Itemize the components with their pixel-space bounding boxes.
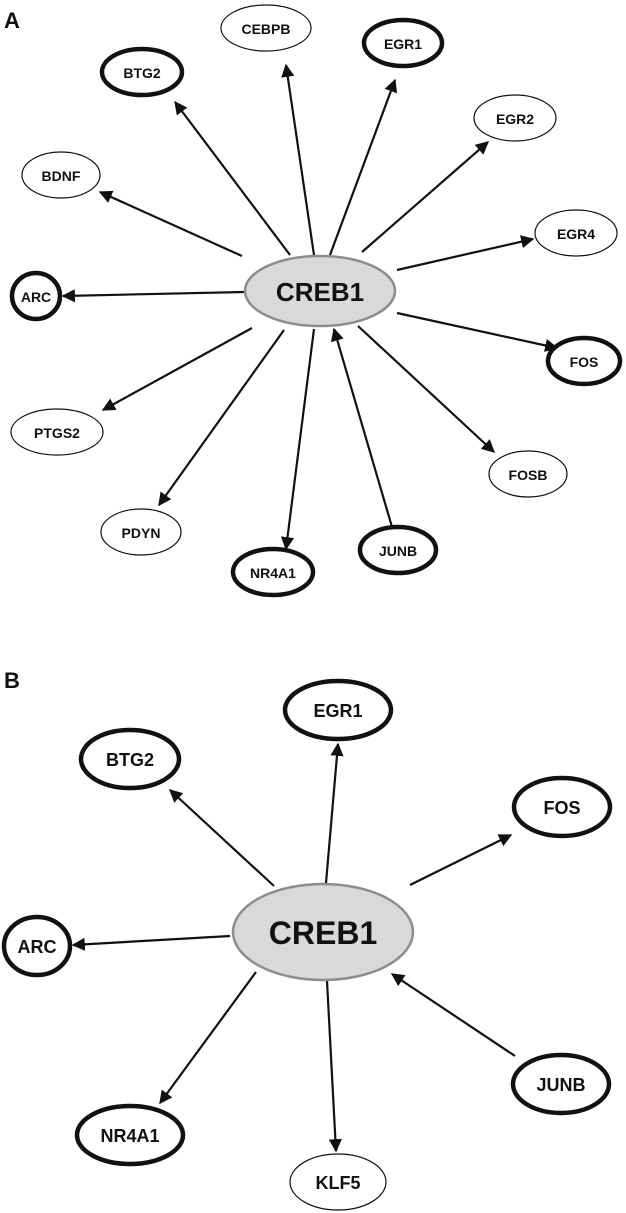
panel-a-node-nr4a1-ellipse	[230, 546, 316, 598]
panel-b-node-creb1-hub: CREB1	[231, 882, 415, 982]
panel-a-edge-creb1-to-ptgs2	[101, 327, 253, 411]
panel-a-label: A	[4, 8, 20, 33]
panel-b-node-klf5-ellipse	[289, 1153, 387, 1211]
panel-a-node-arc-label: ARC	[21, 289, 51, 305]
panel-a-node-btg2-label: BTG2	[123, 65, 161, 81]
panel-a-node-fosb-label: FOSB	[509, 467, 548, 483]
panel-b-edge-creb1-to-btg2	[169, 789, 275, 887]
panel-b-node-egr1-label: EGR1	[313, 701, 362, 721]
panel-a-node-egr4-label: EGR4	[557, 226, 595, 242]
panel-b-node-arc-ellipse	[1, 914, 73, 978]
panel-a-edge-creb1-to-egr4	[396, 235, 535, 272]
panel-a-node-ptgs2-label: PTGS2	[34, 425, 80, 441]
panel-a-node-ptgs2: PTGS2	[10, 408, 104, 456]
panel-a-node-bdnf-ellipse	[21, 151, 101, 199]
panel-a-node-egr1: EGR1	[361, 17, 445, 69]
panel-b-edge-creb1-to-nr4a1	[159, 971, 257, 1105]
panel-a-node-pdyn: PDYN	[100, 508, 182, 556]
panel-b-node-nr4a1-ellipse	[74, 1103, 186, 1167]
panel-a-node-fosb: FOSB	[488, 450, 568, 498]
panel-a-edge-creb1-to-egr2	[361, 141, 489, 253]
panel-b-edge-creb1-to-fos	[409, 834, 513, 886]
panel-b-edge-junb-to-creb1	[390, 973, 516, 1057]
panel-b-node-fos-label: FOS	[543, 798, 580, 818]
panel-a-node-btg2: BTG2	[99, 46, 185, 98]
panel-b-edge-creb1-to-klf5	[325, 980, 342, 1153]
panel-a-node-egr2-label: EGR2	[496, 111, 534, 127]
panel-b-node-arc-label: ARC	[18, 937, 57, 957]
panel-a-edge-creb1-to-fosb	[357, 325, 495, 453]
panel-a-edge-creb1-to-fos	[396, 311, 559, 352]
panel-a-node-fosb-ellipse	[488, 450, 568, 498]
panel-b-node-fos: FOS	[511, 775, 613, 839]
panel-a-edge-creb1-to-btg2	[174, 100, 291, 256]
panel-a-node-btg2-ellipse	[99, 46, 185, 98]
panel-b-node-arc: ARC	[1, 914, 73, 978]
panel-b-node-klf5-label: KLF5	[316, 1173, 361, 1193]
panel-a-edge-creb1-to-egr1	[328, 78, 398, 256]
panel-a-node-fos-label: FOS	[570, 354, 599, 370]
panel-b-node-btg2-ellipse	[78, 727, 182, 791]
panel-b-node-btg2-label: BTG2	[106, 750, 154, 770]
panel-a-node-nr4a1: NR4A1	[230, 546, 316, 598]
panel-a-node-egr4-ellipse	[534, 209, 618, 257]
panel-a-node-cebpb-ellipse	[220, 4, 312, 52]
panel-a-node-bdnf: BDNF	[21, 151, 101, 199]
panel-a-edge-junb-to-creb1	[331, 327, 394, 528]
panel-a-node-creb1-hub: CREB1	[243, 254, 397, 328]
panel-a-node-nr4a1-label: NR4A1	[250, 565, 296, 581]
panel-b-node-junb: JUNB	[510, 1052, 612, 1116]
panel-a-node-bdnf-label: BDNF	[42, 168, 81, 184]
panel-a-node-junb-label: JUNB	[379, 543, 417, 559]
panel-a-hub-ellipse	[243, 254, 397, 328]
panel-b-node-nr4a1-label: NR4A1	[100, 1126, 159, 1146]
panel-a-node-egr2: EGR2	[473, 94, 557, 142]
panel-b-node-egr1-ellipse	[282, 678, 394, 742]
panel-b-node-junb-ellipse	[510, 1052, 612, 1116]
panel-a-edge-creb1-to-bdnf	[98, 190, 243, 258]
panel-b-node-btg2: BTG2	[78, 727, 182, 791]
panel-b-edge-creb1-to-egr1	[324, 742, 344, 884]
panel-a-node-egr1-label: EGR1	[384, 36, 422, 52]
panel-a-edge-creb1-to-arc	[61, 289, 245, 303]
panel-b-node-fos-ellipse	[511, 775, 613, 839]
panel-b-node-klf5: KLF5	[289, 1153, 387, 1211]
panel-a-node-pdyn-label: PDYN	[122, 525, 161, 541]
panel-a-node-pdyn-ellipse	[100, 508, 182, 556]
panel-a-node-fos: FOS	[545, 335, 623, 387]
panel-a-node-junb-ellipse	[357, 524, 439, 576]
panel-a-node-egr1-ellipse	[361, 17, 445, 69]
panel-b-node-nr4a1: NR4A1	[74, 1103, 186, 1167]
panel-b-node-egr1: EGR1	[282, 678, 394, 742]
panel-a-node-fos-ellipse	[545, 335, 623, 387]
panel-a-edge-creb1-to-pdyn	[158, 329, 285, 507]
panel-b-node-junb-label: JUNB	[536, 1075, 585, 1095]
panel-a-node-cebpb-label: CEBPB	[241, 21, 290, 37]
panel-a-node-junb: JUNB	[357, 524, 439, 576]
panel-b-edge-creb1-to-arc	[71, 934, 231, 951]
panel-a-hub-label: CREB1	[276, 277, 364, 307]
panel-a-node-cebpb: CEBPB	[220, 4, 312, 52]
panel-b-hub-label: CREB1	[269, 915, 377, 951]
panel-a-node-arc-ellipse	[9, 270, 63, 322]
panel-a-node-arc: ARC	[9, 270, 63, 322]
panel-a-edge-creb1-to-cebpb	[281, 63, 316, 256]
panel-b-hub-ellipse	[231, 882, 415, 982]
panel-a-edge-creb1-to-nr4a1	[280, 328, 316, 551]
panel-a-node-egr4: EGR4	[534, 209, 618, 257]
panel-a-node-ptgs2-ellipse	[10, 408, 104, 456]
panel-a-node-egr2-ellipse	[473, 94, 557, 142]
panel-b-label: B	[4, 668, 20, 693]
